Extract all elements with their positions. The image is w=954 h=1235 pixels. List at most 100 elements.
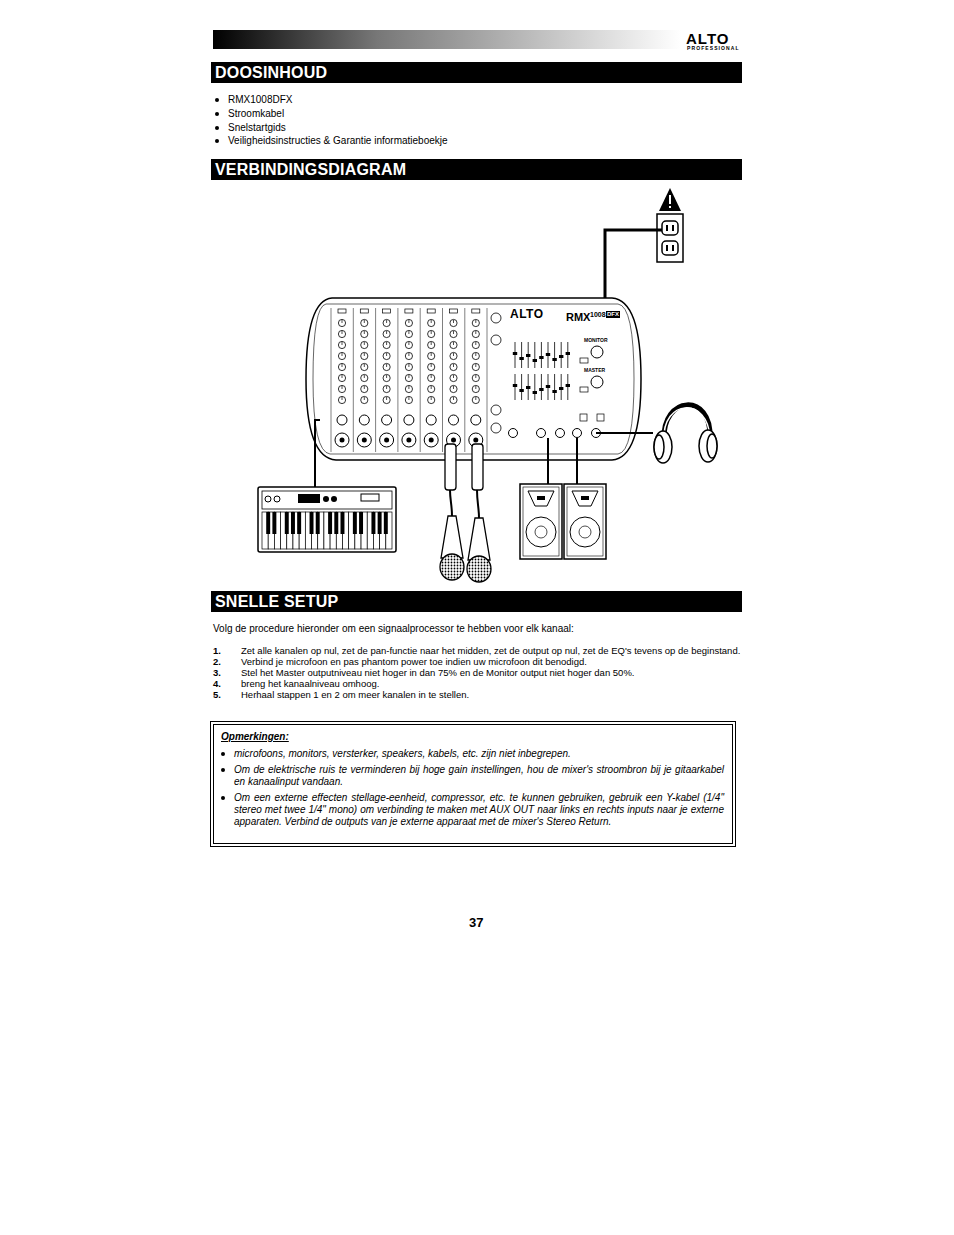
xlr-core — [406, 438, 411, 443]
line-jack — [337, 415, 347, 425]
notes-box: Opmerkingen:microfoons, monitors, verste… — [210, 721, 736, 847]
step-text: Verbind je microfoon en pas phantom powe… — [241, 656, 587, 667]
heading-text: VERBINDINGSDIAGRAM — [211, 159, 742, 180]
knob-pointer — [364, 375, 365, 378]
channel-knob — [383, 363, 390, 370]
knob-pointer — [342, 386, 343, 389]
channel-knob — [428, 341, 435, 348]
xlr-jack — [357, 433, 371, 447]
eq-fader-cap — [513, 384, 517, 387]
knob-pointer — [408, 375, 409, 378]
eq-fader-cap — [546, 353, 550, 356]
black-key — [266, 512, 270, 534]
channel-knob — [450, 319, 457, 326]
line-jack — [471, 415, 481, 425]
microphones — [440, 516, 491, 582]
knob-pointer — [364, 342, 365, 345]
channel-knob — [338, 396, 345, 403]
channel-knob — [361, 330, 368, 337]
eq-fader-cap — [552, 358, 556, 361]
output-jack — [537, 429, 546, 438]
eq-fader-cap — [513, 352, 517, 355]
knob-pointer — [386, 397, 387, 400]
channel-knob — [361, 341, 368, 348]
channel-knob — [361, 363, 368, 370]
eq-fader-cap — [519, 389, 523, 392]
heading-text: SNELLE SETUP — [211, 591, 742, 612]
xlr-jack — [380, 433, 394, 447]
channel-knob — [472, 374, 479, 381]
channel-knob — [472, 352, 479, 359]
knob-pointer — [475, 353, 476, 356]
knob-pointer — [364, 386, 365, 389]
output-jack — [556, 429, 565, 438]
eq-fader-slot — [554, 374, 555, 400]
eq-fader-slot — [521, 374, 522, 400]
knob-pointer — [475, 397, 476, 400]
strip-divider — [397, 308, 398, 452]
section-heading: VERBINDINGSDIAGRAM — [211, 159, 742, 180]
knob-pointer — [475, 375, 476, 378]
channel-knob — [472, 330, 479, 337]
power-cord — [605, 230, 662, 298]
channel-knob — [338, 319, 345, 326]
page-number: 37 — [469, 915, 483, 931]
section-heading: DOOSINHOUD — [211, 62, 742, 83]
channel-knob — [361, 396, 368, 403]
eq-fader-cap — [546, 385, 550, 388]
xlr-core — [384, 438, 389, 443]
channel-knob — [405, 363, 412, 370]
channel-knob — [361, 374, 368, 381]
mixer-model: RMX — [566, 311, 590, 324]
step-text: Herhaal stappen 1 en 2 om meer kanalen i… — [241, 689, 469, 700]
channel-knob — [361, 352, 368, 359]
list-item: RMX1008DFX — [228, 94, 292, 106]
xlr-core — [451, 438, 456, 443]
knob-pointer — [342, 397, 343, 400]
step-text: breng het kanaalniveau omhoog. — [241, 678, 379, 689]
knob-pointer — [386, 353, 387, 356]
black-key — [359, 512, 363, 534]
knob-pointer — [386, 320, 387, 323]
switch — [580, 387, 588, 392]
eq-fader-cap — [559, 387, 563, 390]
knob-pointer — [386, 364, 387, 367]
knob-pointer — [364, 397, 365, 400]
xlr-core — [473, 438, 478, 443]
step-number: 4. — [213, 678, 221, 689]
line-jack — [359, 415, 369, 425]
mixer-panel — [313, 304, 634, 454]
intro-text: Volg de procedure hieronder om een signa… — [213, 623, 574, 635]
knob-pointer — [364, 364, 365, 367]
mixer-model: 1008 — [590, 311, 606, 319]
channel-knob — [472, 341, 479, 348]
black-key — [316, 512, 320, 534]
knob-pointer — [342, 342, 343, 345]
knob-pointer — [431, 364, 432, 367]
channel-button — [383, 309, 391, 313]
level-knob — [591, 376, 603, 388]
knob-pointer — [453, 320, 454, 323]
knob-pointer — [453, 375, 454, 378]
knob-pointer — [431, 397, 432, 400]
knob-pointer — [364, 320, 365, 323]
eq-fader-cap — [526, 386, 530, 389]
channel-knob — [428, 363, 435, 370]
channel-knob — [405, 319, 412, 326]
speakers — [520, 484, 606, 559]
channel-knob — [428, 352, 435, 359]
mixer-housing — [306, 298, 641, 460]
notes-heading: Opmerkingen: — [221, 731, 724, 743]
keyboard — [258, 487, 396, 552]
line-jack — [449, 415, 459, 425]
knob-pointer — [453, 364, 454, 367]
channel-knob — [472, 363, 479, 370]
black-key — [353, 512, 357, 534]
brand-subtitle: PROFESSIONAL — [687, 45, 740, 51]
channel-knob — [338, 363, 345, 370]
channel-knob — [405, 385, 412, 392]
black-key — [291, 512, 295, 534]
power-switch — [597, 414, 604, 421]
line-jack — [382, 415, 392, 425]
mixer-logo: ALTO — [510, 307, 544, 321]
